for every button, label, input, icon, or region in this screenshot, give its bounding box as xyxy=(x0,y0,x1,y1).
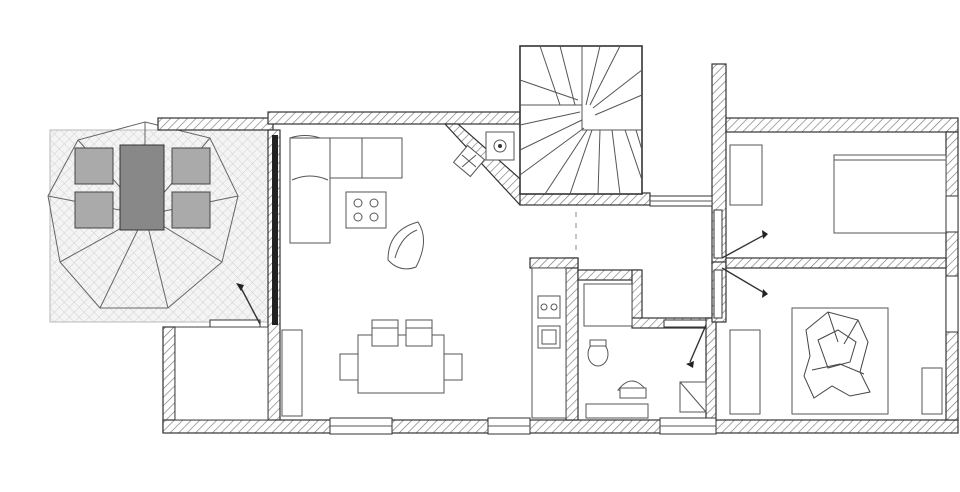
hallway xyxy=(487,195,723,435)
bathroom xyxy=(583,283,717,435)
stove-icon xyxy=(345,191,387,229)
bathroom-door-icon xyxy=(663,319,707,368)
bedroom-upper xyxy=(721,144,959,259)
bed-cover-icon xyxy=(803,311,871,399)
fireplace-icon xyxy=(485,131,515,161)
bedroom-lower-door-icon xyxy=(721,267,768,298)
kitchen-counter xyxy=(531,267,567,419)
armchair-icon xyxy=(387,221,424,270)
left-window xyxy=(272,135,278,325)
terrace xyxy=(47,121,276,329)
bedroom-upper-door-icon xyxy=(721,230,768,259)
staircase xyxy=(519,45,643,195)
dining-table xyxy=(339,319,463,394)
terrace-table xyxy=(74,144,211,231)
living-window xyxy=(281,329,393,435)
sofa-icon xyxy=(289,135,403,244)
storage-room xyxy=(174,326,269,421)
living-room xyxy=(272,131,515,435)
bedroom-lower xyxy=(721,267,959,415)
plant-icon xyxy=(452,144,486,178)
